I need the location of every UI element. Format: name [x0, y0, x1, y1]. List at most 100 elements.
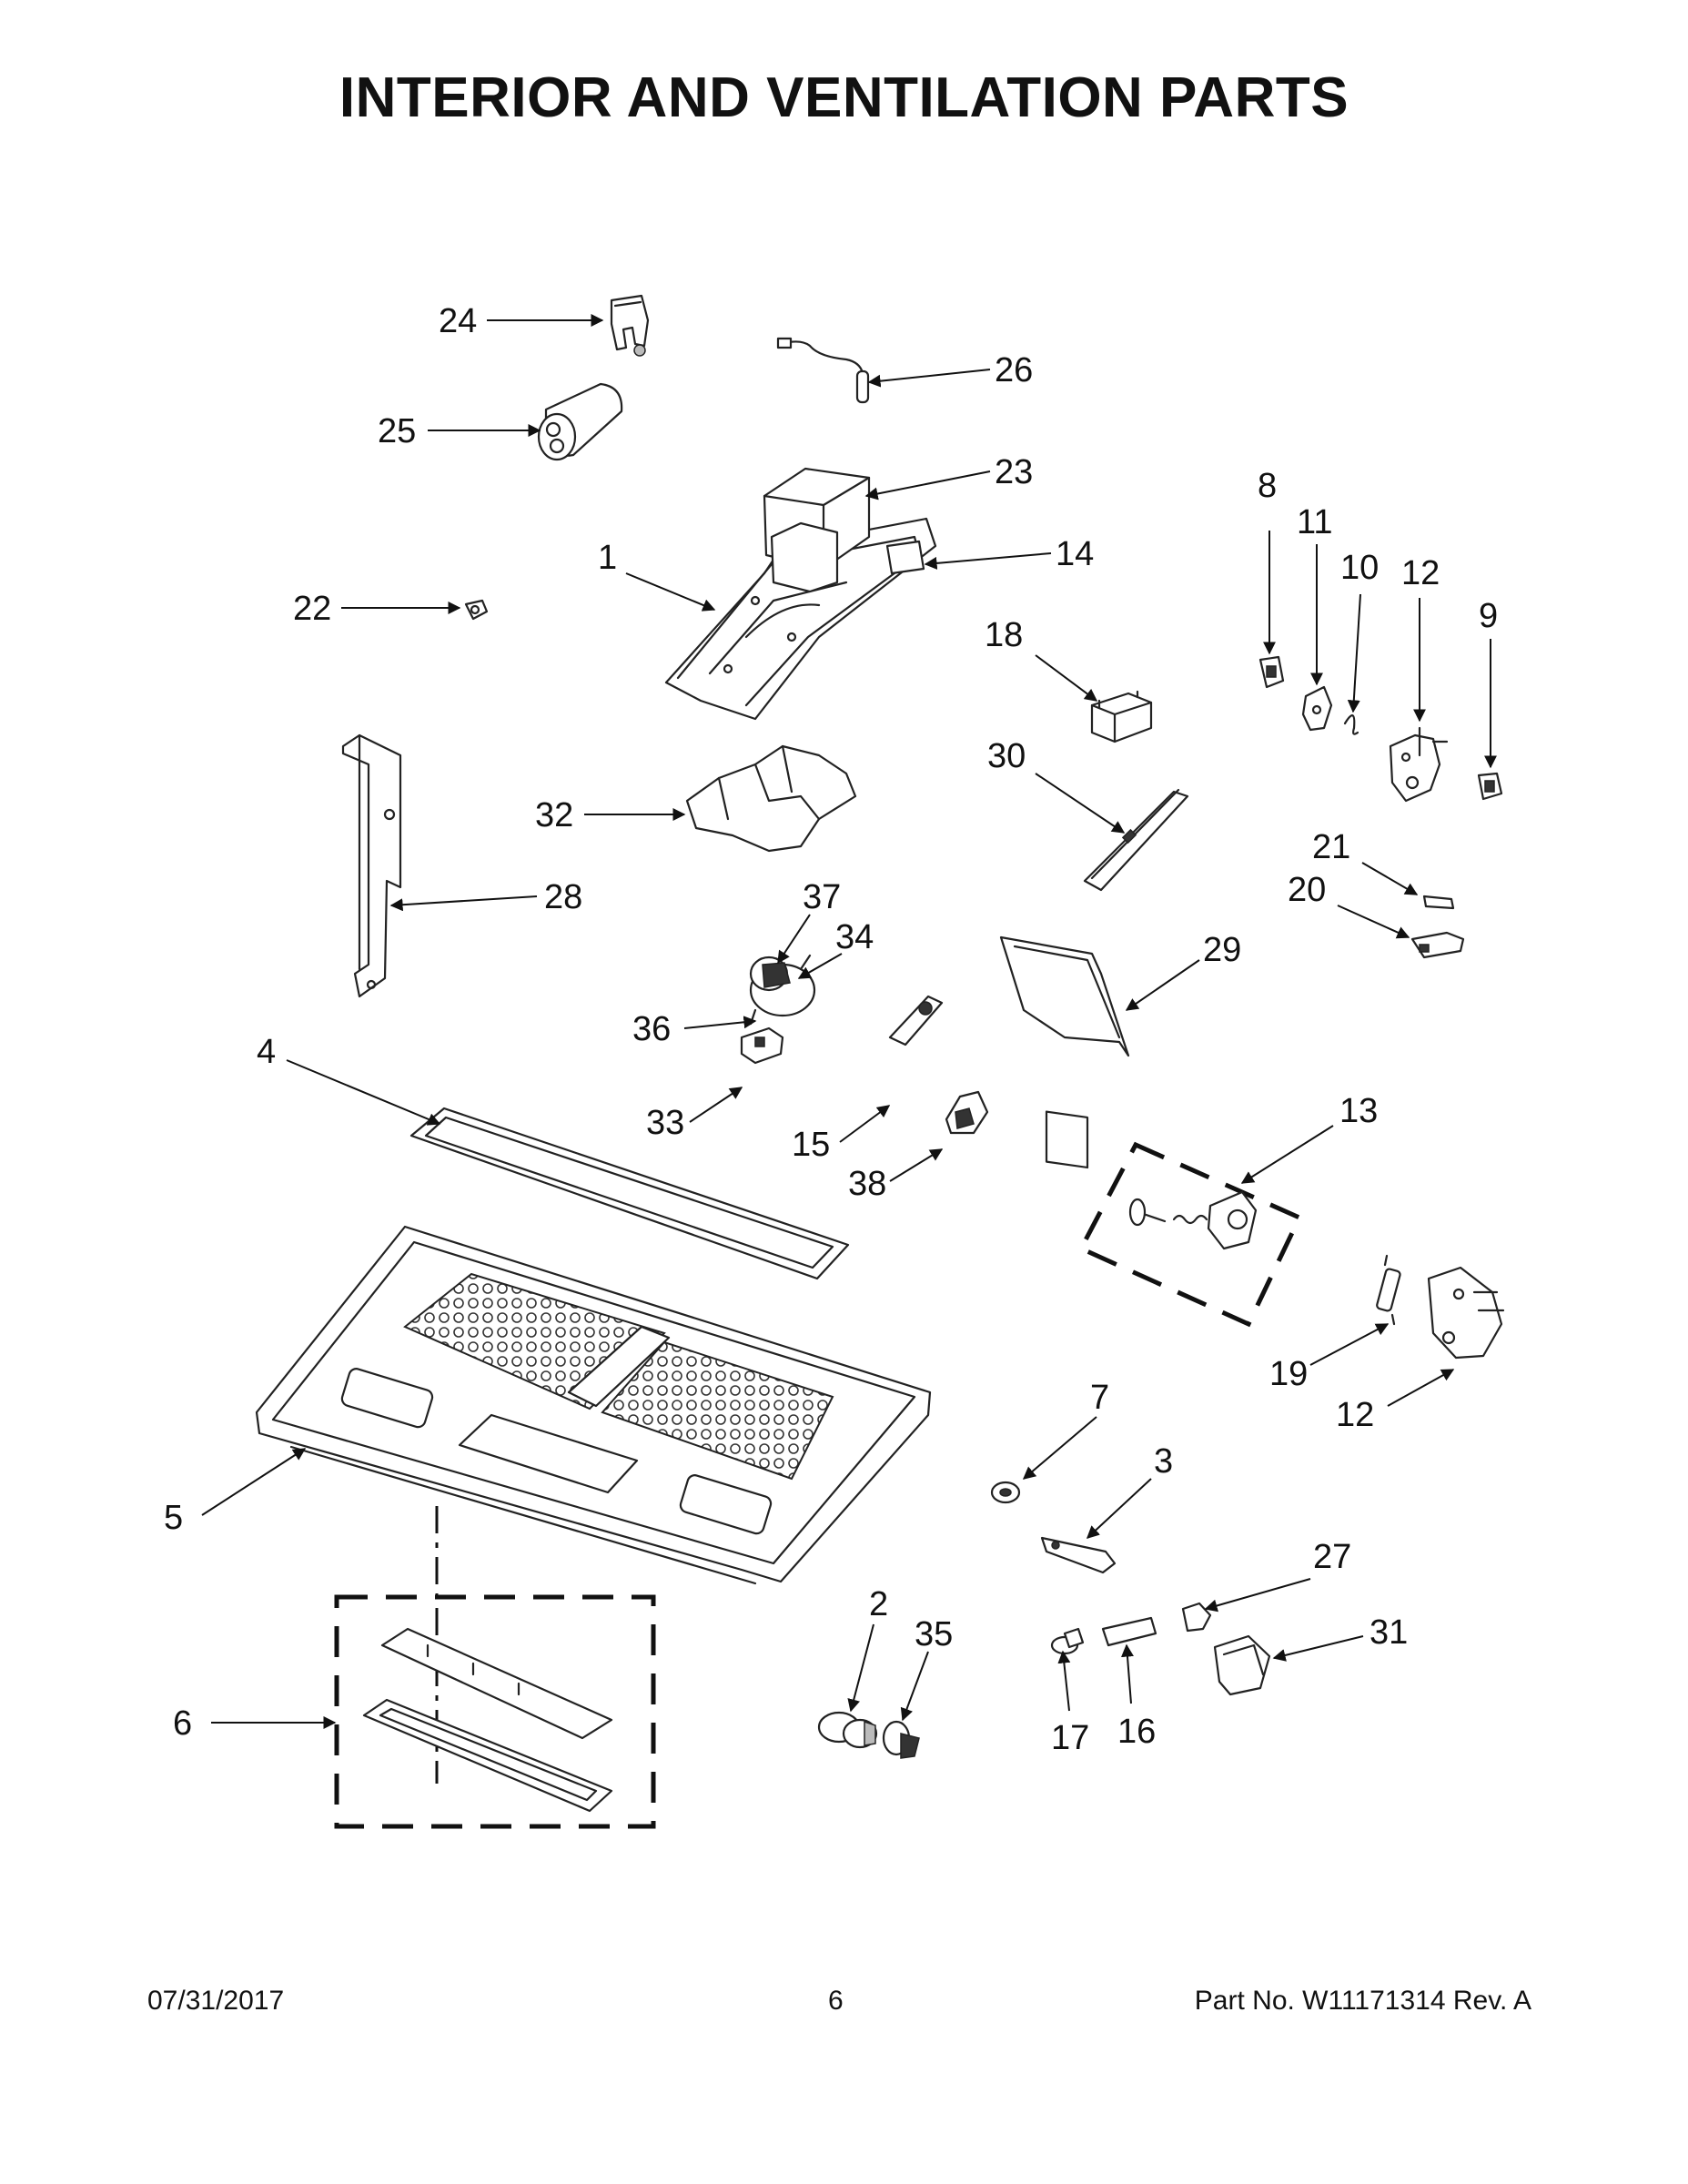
callout-25: 25	[378, 412, 416, 450]
part-5-bottom-panel	[255, 1225, 932, 1585]
callout-12-upper: 12	[1401, 554, 1440, 592]
callout-23: 23	[995, 453, 1033, 491]
part-35-motor-bracket	[882, 1720, 920, 1759]
callout-14: 14	[1056, 535, 1094, 573]
callout-15: 15	[792, 1126, 830, 1164]
callout-27: 27	[1313, 1538, 1351, 1576]
callout-36: 36	[632, 1010, 671, 1048]
part-23-transformer	[763, 467, 871, 593]
callout-16: 16	[1117, 1713, 1156, 1751]
callout-2: 2	[869, 1585, 888, 1623]
part-7-bushing	[990, 1481, 1021, 1504]
part-9-switch	[1477, 772, 1503, 801]
leader-18	[1035, 654, 1098, 702]
leader-28	[389, 895, 538, 912]
part-28-bracket	[341, 733, 402, 998]
part-25-capacitor	[537, 382, 623, 461]
leader-38	[889, 1148, 944, 1182]
part-15-sensor	[888, 995, 944, 1046]
leader-30	[1035, 773, 1126, 834]
footer-page-number: 6	[828, 1986, 844, 2016]
part-38-clip	[945, 1090, 989, 1135]
callout-12-lower: 12	[1336, 1396, 1374, 1434]
callout-30: 30	[987, 737, 1026, 775]
leader-12b	[1387, 1369, 1455, 1407]
leader-1	[625, 572, 716, 612]
part-8-switch	[1258, 655, 1285, 689]
leader-34	[797, 953, 843, 979]
callout-29: 29	[1203, 931, 1241, 969]
leader-29	[1125, 959, 1200, 1011]
part-14-diode	[885, 540, 925, 575]
leader-31	[1272, 1635, 1364, 1662]
leader-17	[1057, 1650, 1071, 1712]
callout-31: 31	[1370, 1613, 1408, 1652]
leader-14	[924, 552, 1052, 570]
callout-13: 13	[1339, 1092, 1378, 1130]
callout-38: 38	[848, 1165, 886, 1203]
footer-part-number: Part No. W11171314 Rev. A	[1194, 1986, 1531, 2016]
leader-20	[1337, 905, 1410, 939]
callout-10: 10	[1340, 549, 1379, 587]
part-32-air-guide	[685, 744, 857, 853]
leader-7	[1022, 1416, 1097, 1480]
part-33-bracket	[740, 1026, 784, 1065]
footer-date: 07/31/2017	[147, 1986, 285, 2016]
callout-3: 3	[1154, 1442, 1173, 1481]
part-6-vent-cover-kit	[334, 1506, 656, 1829]
part-13-kit	[1077, 1141, 1303, 1328]
part-3-latch	[1040, 1536, 1117, 1574]
part-36-damper-motor	[749, 954, 816, 1026]
leader-36	[683, 1016, 757, 1029]
part-2-motor	[817, 1711, 878, 1749]
callout-32: 32	[535, 796, 573, 834]
callout-24: 24	[439, 302, 477, 340]
part-18-relay	[1090, 690, 1153, 743]
leader-21	[1361, 862, 1419, 895]
leader-5	[201, 1448, 307, 1516]
callout-7: 7	[1090, 1379, 1109, 1417]
callout-8: 8	[1258, 467, 1277, 505]
leader-3	[1086, 1478, 1152, 1539]
leader-19	[1309, 1323, 1390, 1366]
callout-26: 26	[995, 351, 1033, 389]
part-26-thermistor	[776, 337, 870, 404]
part-20-bracket	[1410, 931, 1465, 959]
leader-35	[900, 1651, 929, 1722]
leader-10	[1347, 593, 1361, 713]
leader-27	[1204, 1578, 1311, 1613]
part-12-door-latch-bracket	[1389, 726, 1449, 803]
part-17-grommet	[1050, 1627, 1085, 1655]
leader-33	[689, 1087, 743, 1123]
callout-labels: 24 26 25 23 1 14 22 18 8 11 10 12 9 30 3…	[164, 302, 1498, 1757]
part-30-latch-bar	[1083, 788, 1189, 892]
callout-28: 28	[544, 878, 582, 916]
leader-23	[864, 470, 991, 500]
callout-37: 37	[803, 878, 841, 916]
leader-37	[777, 914, 811, 965]
leader-4	[286, 1059, 441, 1126]
callout-20: 20	[1288, 871, 1326, 909]
callout-4: 4	[257, 1033, 276, 1071]
part-10-spring	[1343, 714, 1359, 735]
part-29-duct-plate	[999, 935, 1130, 1169]
part-11-switch-holder	[1301, 685, 1333, 732]
callout-22: 22	[293, 590, 331, 628]
leader-16	[1121, 1643, 1134, 1704]
part-24-thermal-cutout	[610, 294, 650, 357]
callout-17: 17	[1051, 1719, 1089, 1757]
part-27-fitting	[1181, 1602, 1212, 1633]
part-19-fuse	[1376, 1254, 1401, 1326]
leader-15	[839, 1105, 891, 1143]
callout-35: 35	[915, 1615, 953, 1653]
part-16-strip	[1101, 1616, 1157, 1647]
callout-21: 21	[1312, 828, 1350, 866]
part-22-clip	[464, 599, 489, 621]
page-title: INTERIOR AND VENTILATION PARTS	[339, 66, 1349, 129]
callout-9: 9	[1479, 597, 1498, 635]
leader-lines	[201, 314, 1497, 1729]
callout-33: 33	[646, 1104, 684, 1142]
callout-11: 11	[1297, 503, 1332, 541]
callout-6: 6	[173, 1704, 192, 1743]
